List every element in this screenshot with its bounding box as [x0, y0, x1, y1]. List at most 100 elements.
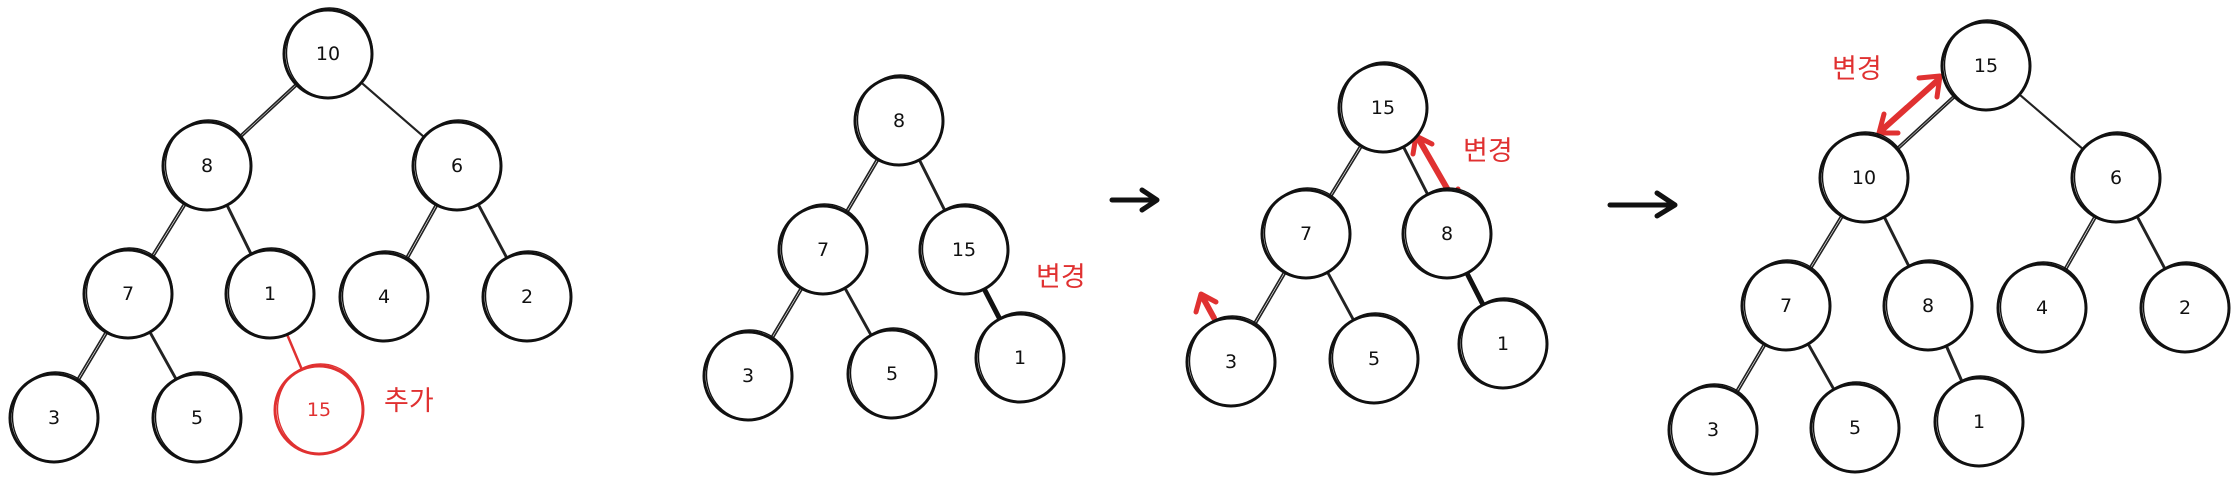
- node-label: 8: [1441, 223, 1453, 245]
- tree-edge: [981, 286, 1003, 322]
- node-label: 15: [1974, 55, 1998, 77]
- tree-edge: [1806, 343, 1835, 391]
- tree-edge-sketch-stroke: [846, 159, 880, 214]
- node-circle-sketch: [1340, 61, 1429, 153]
- node-label: 5: [1849, 417, 1861, 439]
- tree-edge: [1402, 146, 1428, 196]
- tree-edge-sketch-stroke: [1328, 272, 1356, 323]
- tree-node: 6: [411, 119, 503, 212]
- tree-node: 3: [702, 329, 794, 422]
- node-label: 10: [1852, 167, 1876, 189]
- tree-edge-sketch-stroke: [2064, 216, 2098, 272]
- note-change-step1: 변경: [1036, 262, 1086, 293]
- tree-node: 1: [1933, 375, 2025, 468]
- tree-edge-sketch-stroke: [240, 84, 299, 138]
- tree-node: 7: [1740, 259, 1832, 352]
- tree-edge: [844, 158, 878, 213]
- node-circle-sketch: [1821, 131, 1910, 223]
- node-circle-sketch: [2073, 131, 2162, 223]
- node-circle-sketch: [414, 119, 503, 211]
- tree-node: 3: [8, 371, 100, 464]
- note-change-final: 변경: [1832, 54, 1882, 85]
- step-arrow-2: [1607, 190, 1678, 219]
- node-circle-sketch: [856, 74, 945, 166]
- note-change-step2: 변경: [1463, 136, 1513, 167]
- tree-edge-sketch-stroke: [77, 331, 109, 383]
- node-circle-sketch: [921, 203, 1010, 295]
- node-circle-sketch: [1670, 383, 1759, 475]
- tree-node: 8: [1401, 187, 1493, 280]
- node-label: 5: [191, 407, 203, 429]
- tree-edge: [150, 202, 185, 258]
- node-circle-sketch: [1885, 259, 1974, 351]
- tree-node: 5: [1809, 381, 1901, 474]
- tree-edge: [1328, 144, 1361, 198]
- node-label: 6: [2110, 167, 2122, 189]
- notes-layer: 추가 변경 변경 변경: [384, 54, 1882, 417]
- step-arrow-1: [1109, 187, 1160, 213]
- node-label: 3: [1707, 419, 1719, 441]
- tree-edge-sketch-stroke: [152, 203, 187, 259]
- tree-edge: [1882, 216, 1910, 268]
- node-circle-sketch: [780, 203, 869, 295]
- tree-edge-sketch-stroke: [150, 332, 179, 382]
- node-circle-sketch: [484, 250, 573, 342]
- tree-node: 8: [161, 119, 253, 212]
- tree-node: 7: [1260, 187, 1352, 280]
- node-circle-sketch: [977, 311, 1066, 403]
- tree-edge: [238, 83, 297, 137]
- node-circle-sketch: [276, 363, 365, 455]
- tree-node: 2: [481, 250, 573, 343]
- tree-edge: [1734, 343, 1765, 393]
- node-circle-sketch: [1331, 312, 1420, 404]
- node-label: 10: [316, 43, 340, 65]
- tree-edge-sketch-stroke: [478, 205, 510, 260]
- tree-node: 6: [2070, 131, 2162, 224]
- tree-edge-sketch-stroke: [1810, 215, 1844, 271]
- node-label: 15: [307, 399, 331, 421]
- tree-edge-sketch-stroke: [1808, 344, 1837, 392]
- tree-edge: [148, 331, 177, 381]
- node-circle-sketch: [11, 371, 100, 463]
- tree-node: 10: [282, 7, 374, 100]
- tree-node: 4: [1996, 261, 2088, 354]
- node-label: 3: [48, 407, 60, 429]
- node-circle-sketch: [2142, 261, 2231, 353]
- node-circle-sketch: [1404, 187, 1493, 279]
- tree-node: 8: [853, 74, 945, 167]
- tree-edge-sketch-stroke: [362, 83, 427, 139]
- edges-layer: [75, 82, 2168, 394]
- node-label: 1: [264, 283, 276, 305]
- tree-node: 15: [918, 203, 1010, 296]
- node-label: 4: [378, 286, 390, 308]
- tree-node: 7: [82, 247, 174, 340]
- tree-edge: [2062, 215, 2096, 271]
- node-label: 3: [1225, 351, 1237, 373]
- node-label: 7: [122, 283, 134, 305]
- tree-edge: [75, 330, 107, 382]
- tree-node: 3: [1185, 315, 1277, 408]
- tree-edge-sketch-stroke: [1897, 95, 1957, 151]
- tree-node: 4: [338, 250, 430, 343]
- tree-node: 1: [1457, 297, 1549, 390]
- node-circle-sketch: [1460, 297, 1549, 389]
- tree-edge-sketch-stroke: [2020, 94, 2086, 152]
- node-label: 8: [201, 155, 213, 177]
- node-label: 7: [1300, 223, 1312, 245]
- node-circle-sketch: [1188, 315, 1277, 407]
- tree-node: 1: [974, 311, 1066, 404]
- node-circle-sketch: [154, 371, 243, 463]
- tree-edge: [2135, 216, 2166, 270]
- node-label: 7: [1780, 295, 1792, 317]
- tree-edge-sketch-stroke: [919, 160, 948, 213]
- tree-edge: [769, 287, 802, 339]
- node-circle-sketch: [1999, 261, 2088, 353]
- node-label: 15: [952, 239, 976, 261]
- node-label: 15: [1371, 97, 1395, 119]
- tree-edge: [285, 334, 304, 370]
- tree-edge-sketch-stroke: [1736, 344, 1767, 394]
- tree-edge-sketch-stroke: [2137, 217, 2168, 271]
- tree-edge: [843, 287, 872, 337]
